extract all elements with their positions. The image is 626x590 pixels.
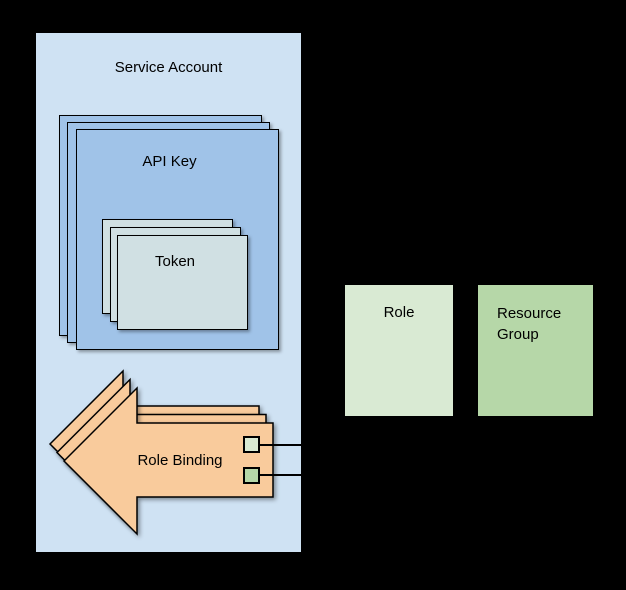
resource-group-port-square [243,467,260,484]
resource-group-label: Resource Group [497,305,562,343]
token-label: Token [154,253,196,270]
resource-group-connector-line [260,474,302,476]
role-binding-arrow [48,369,274,536]
role-label: Role [383,304,415,321]
role-binding-label: Role Binding [137,452,223,469]
service-account-label: Service Account [114,59,223,76]
token-box [117,235,248,330]
role-binding-arrow-front [62,386,274,536]
role-port-square [243,436,260,453]
role-connector-line [260,444,302,446]
role-box [345,285,453,416]
api-key-label: API Key [142,153,197,170]
resource-group-box [478,285,593,416]
